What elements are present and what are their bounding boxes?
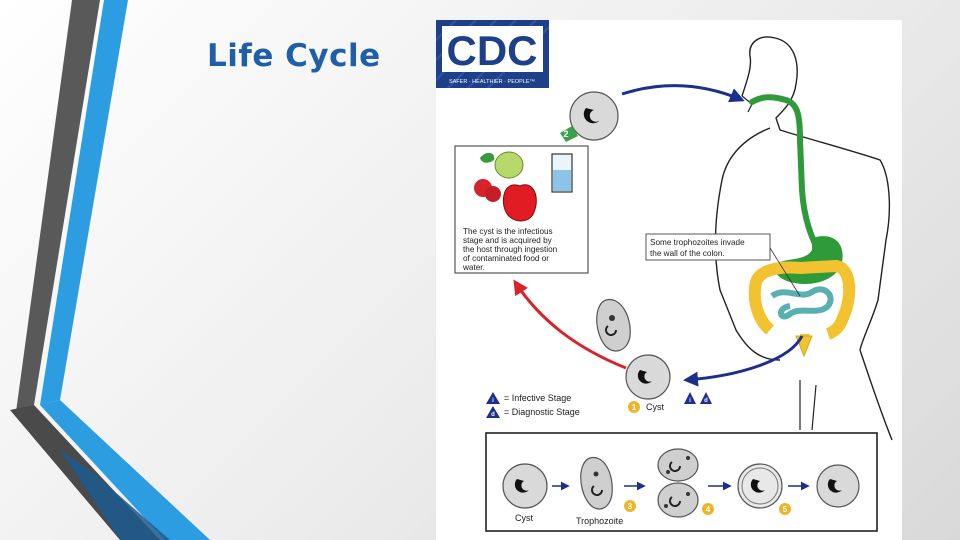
excretion-arrow [683, 335, 804, 387]
cdc-logo: CDC SAFER · HEALTHIER · PEOPLE™ [436, 20, 549, 88]
replication-sequence-box: Cyst Trophozoite 3 4 [485, 432, 878, 532]
diagnostic-marker: d [700, 392, 712, 404]
legend: i = Infective Stage d = Diagnostic Stage [486, 392, 580, 418]
step-2-number: 2 [563, 129, 568, 139]
ingestion-arrow [621, 84, 745, 103]
food-caption-line-4: of contaminated food or [463, 254, 549, 263]
infective-marker-letter: i [689, 398, 691, 404]
step-3-marker: 3 [624, 500, 636, 512]
food-caption-line-5: water. [462, 263, 485, 272]
step-5-number: 5 [783, 505, 788, 514]
step-1-marker: 1 [628, 401, 640, 413]
navy-bottom-band [60, 450, 170, 540]
step-5-marker: 5 [779, 503, 791, 515]
mature-cyst [816, 464, 860, 508]
encysting-form [737, 463, 783, 509]
legend-infective-symbol: i [492, 398, 494, 404]
small-intestine [770, 286, 834, 320]
sequence-trophozoite [580, 456, 613, 510]
slide-title: Life Cycle [207, 38, 381, 74]
dividing-trophozoites [657, 448, 699, 518]
stomach [775, 236, 843, 284]
step-4-marker: 4 [702, 503, 714, 515]
cyst-label: Cyst [646, 402, 664, 412]
cdc-logo-text: CDC [447, 27, 538, 74]
rectum-arrow [795, 335, 813, 358]
esophagus [749, 94, 821, 253]
colon-caption-line-1: Some trophozoites invade [650, 238, 745, 247]
blue-stripe [40, 0, 128, 405]
large-intestine [748, 260, 856, 340]
step-2-marker: 2 [560, 126, 578, 142]
step-4-number: 4 [706, 505, 711, 514]
sequence-cyst [502, 463, 548, 509]
food-caption-box: The cyst is the infectious stage and is … [454, 145, 589, 274]
infective-marker: i [684, 392, 696, 404]
legend-diagnostic-symbol: d [491, 412, 495, 418]
cdc-tagline: SAFER · HEALTHIER · PEOPLE™ [449, 79, 535, 85]
middle-trophozoite [596, 298, 631, 352]
human-body-outline [714, 36, 893, 441]
leaf [480, 152, 495, 163]
food-caption-line-1: The cyst is the infectious [463, 227, 553, 236]
colon-caption-line-2: the wall of the colon. [650, 249, 725, 258]
sequence-cyst-label: Cyst [515, 513, 533, 523]
water-level [553, 170, 571, 191]
pear [494, 151, 524, 179]
colon-caption-box: Some trophozoites invade the wall of the… [645, 233, 801, 297]
step-1-number: 1 [632, 403, 637, 412]
legend-diagnostic-label: = Diagnostic Stage [504, 407, 580, 417]
contamination-arrow [513, 279, 627, 370]
diagnostic-marker-letter: d [704, 398, 708, 404]
arm-outline [799, 380, 817, 431]
dark-stripe [16, 0, 100, 412]
food-caption-line-2: stage and is acquired by [463, 236, 553, 245]
sequence-trophozoite-label: Trophozoite [576, 516, 623, 526]
blue-bottom-band [40, 400, 210, 540]
legend-infective-label: = Infective Stage [504, 393, 571, 403]
food-caption-line-3: the host through ingestion [463, 245, 558, 254]
apple [502, 184, 537, 222]
ingested-cyst [569, 91, 619, 141]
life-cycle-diagram: 2 The cyst is the infectious stage and i… [454, 36, 893, 532]
passed-cyst [625, 354, 671, 400]
strawberry-2 [485, 186, 501, 202]
step-3-number: 3 [628, 502, 633, 511]
